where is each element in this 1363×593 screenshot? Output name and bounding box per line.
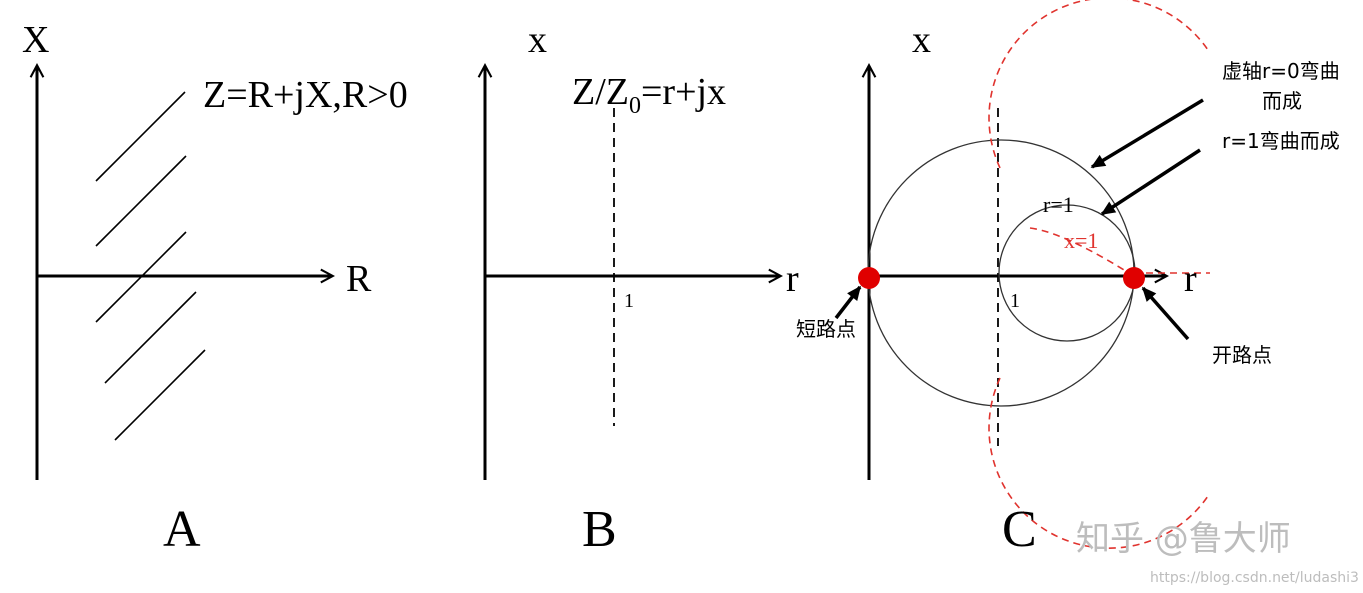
panel-b-equation-prefix: Z/Z (572, 71, 629, 113)
panel-c-y-label: x (912, 19, 931, 61)
panel-b-caption: B (582, 501, 617, 558)
hatch-line (114, 349, 206, 441)
watermark: 知乎 @鲁大师 https://blog.csdn.net/ludashi3 (1076, 519, 1359, 586)
pointer-arrow-r1 (1100, 148, 1201, 216)
panel-a: X R Z=R+jX,R>0 A (22, 19, 408, 558)
pointer-arrow-open (1141, 286, 1190, 341)
reactance-arc-x1 (1029, 227, 1135, 277)
label-x1: x=1 (1064, 228, 1098, 253)
short-circuit-point (858, 267, 880, 289)
panel-b-y-label: x (528, 19, 547, 61)
panel-b: x r 1 Z/Z0=r+jx B (477, 19, 799, 558)
panel-a-caption: A (163, 501, 201, 558)
pointer-arrow-imag-axis (1090, 98, 1204, 169)
panel-c-x-label: r (1184, 258, 1197, 300)
panel-c-tick-one: 1 (1010, 290, 1020, 312)
watermark-brand: 知乎 @鲁大师 (1076, 519, 1291, 559)
panel-b-equation: Z/Z0=r+jx (572, 71, 726, 119)
open-point-label: 开路点 (1212, 343, 1272, 367)
hatch-line (95, 231, 187, 323)
pointer-arrow-short (834, 285, 862, 320)
panel-c: x r 1 r=1 x=1 虚轴r=0弯曲 而成 r=1弯曲而成 短路点 开路点… (796, 0, 1340, 558)
note-imag-axis-line1: 虚轴r=0弯曲 (1222, 59, 1340, 83)
panel-a-equation: Z=R+jX,R>0 (203, 74, 408, 116)
circle-r1 (998, 204, 1136, 342)
unit-circle-r0 (867, 139, 1135, 407)
reactance-arc-lower-outer (988, 377, 1209, 549)
panel-b-x-label: r (786, 258, 799, 300)
panel-b-equation-suffix: =r+jx (641, 71, 726, 113)
label-r1: r=1 (1043, 192, 1074, 217)
panel-a-x-label: R (346, 258, 372, 300)
panel-a-hatching (95, 91, 206, 441)
open-circuit-point (1123, 267, 1145, 289)
short-point-label: 短路点 (796, 317, 856, 341)
panel-b-tick-one: 1 (624, 290, 634, 312)
panel-c-caption: C (1002, 501, 1037, 558)
reactance-arc-upper-outer (988, 0, 1209, 169)
hatch-line (95, 155, 187, 247)
note-imag-axis-line2: 而成 (1262, 89, 1302, 113)
panel-a-y-label: X (22, 19, 49, 61)
note-r1-curve: r=1弯曲而成 (1222, 129, 1340, 153)
hatch-line (104, 291, 197, 384)
watermark-url: https://blog.csdn.net/ludashi3 (1150, 570, 1359, 586)
panel-b-equation-sub: 0 (629, 93, 641, 119)
hatch-line (95, 91, 186, 182)
